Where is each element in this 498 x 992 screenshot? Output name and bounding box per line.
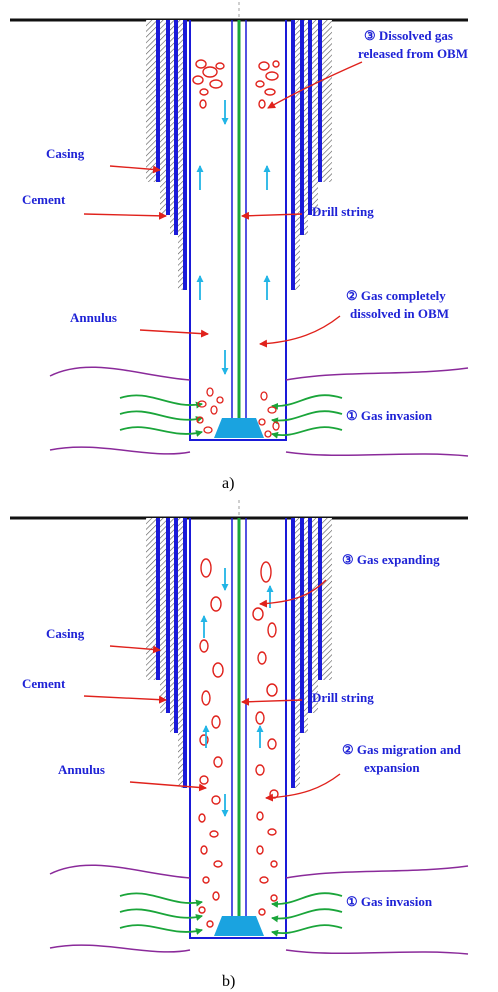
note2-line1-a: ② Gas completely: [346, 288, 446, 303]
cement-label-b: Cement: [22, 676, 66, 691]
note2-line1-b: ② Gas migration and: [342, 742, 462, 757]
panel-a: Casing Cement Annulus Drill string ③ Dis…: [10, 2, 468, 456]
note3-line2-a: released from OBM: [358, 46, 468, 61]
gas-bubbles-b: [198, 558, 279, 928]
caption-a: a): [222, 475, 234, 492]
note3-label-b: ③ Gas expanding: [342, 552, 440, 567]
annulus-label-b: Annulus: [58, 762, 105, 777]
casing-label-b: Casing: [46, 626, 85, 641]
annulus-label-a: Annulus: [70, 310, 117, 325]
flow-arrows-a: [196, 100, 271, 375]
drill-string-label-a: Drill string: [312, 204, 374, 219]
cement-label-a: Cement: [22, 192, 66, 207]
note2-line2-a: dissolved in OBM: [350, 306, 449, 321]
panel-b: Casing Cement Annulus Drill string ③ Gas…: [10, 500, 468, 954]
flow-arrows-b: [200, 568, 274, 817]
caption-b: b): [222, 973, 235, 990]
casing-label-a: Casing: [46, 146, 85, 161]
gas-bubbles-bottom-a: [196, 387, 280, 438]
note1-label-b: ① Gas invasion: [346, 894, 433, 909]
note1-label-a: ① Gas invasion: [346, 408, 433, 423]
pointer-arrows-a: [83, 61, 363, 348]
note3-line1-a: ③ Dissolved gas: [364, 28, 453, 43]
drill-string-label-b: Drill string: [312, 690, 374, 705]
pointer-arrows-b: [83, 579, 341, 802]
note2-line2-b: expansion: [364, 760, 420, 775]
gas-bubbles-top-a: [192, 59, 280, 109]
